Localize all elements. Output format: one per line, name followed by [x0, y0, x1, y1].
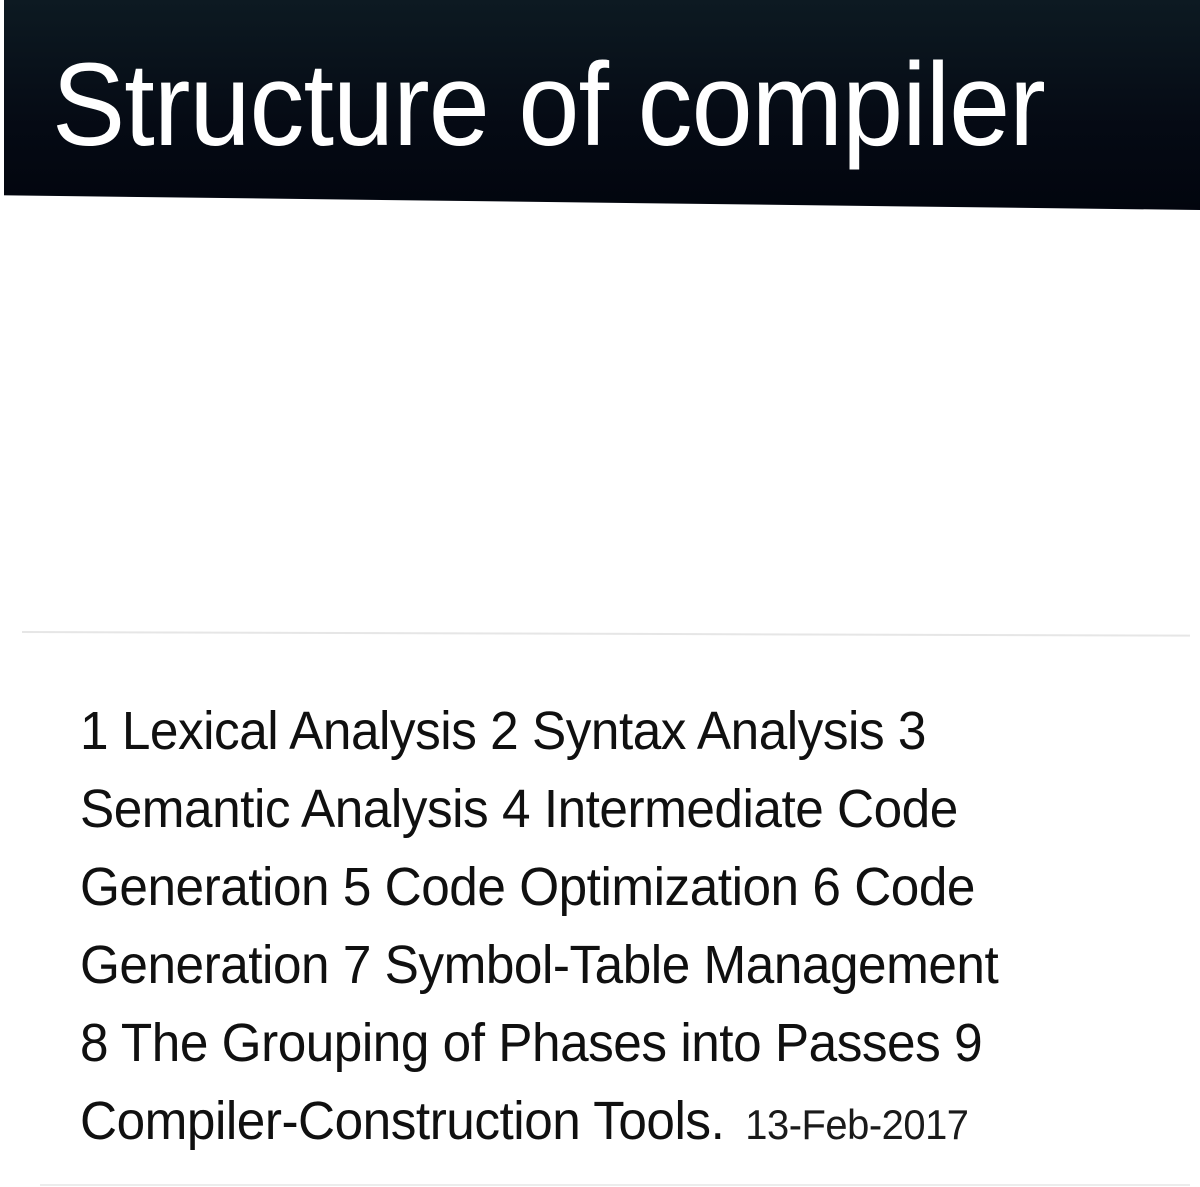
content-line-last: Compiler-Construction Tools. 13-Feb-2017 [80, 1082, 1106, 1164]
bottom-rule [40, 1184, 1190, 1186]
divider [21, 631, 1190, 637]
content-line-text: Compiler-Construction Tools. [80, 1091, 725, 1151]
banner-edge [0, 0, 4, 196]
title-banner [0, 0, 1200, 210]
content-line: Semantic Analysis 4 Intermediate Code [80, 779, 958, 839]
slide-content: 1 Lexical Analysis 2 Syntax Analysis 3 S… [80, 692, 1160, 1164]
content-line: 1 Lexical Analysis 2 Syntax Analysis 3 [80, 701, 926, 761]
slide-title: Structure of compiler [52, 39, 1046, 171]
content-line: Generation 5 Code Optimization 6 Code [80, 857, 975, 917]
content-line: Generation 7 Symbol-Table Management [80, 935, 999, 995]
content-line: 8 The Grouping of Phases into Passes 9 [80, 1013, 983, 1073]
slide-date: 13-Feb-2017 [745, 1101, 969, 1148]
